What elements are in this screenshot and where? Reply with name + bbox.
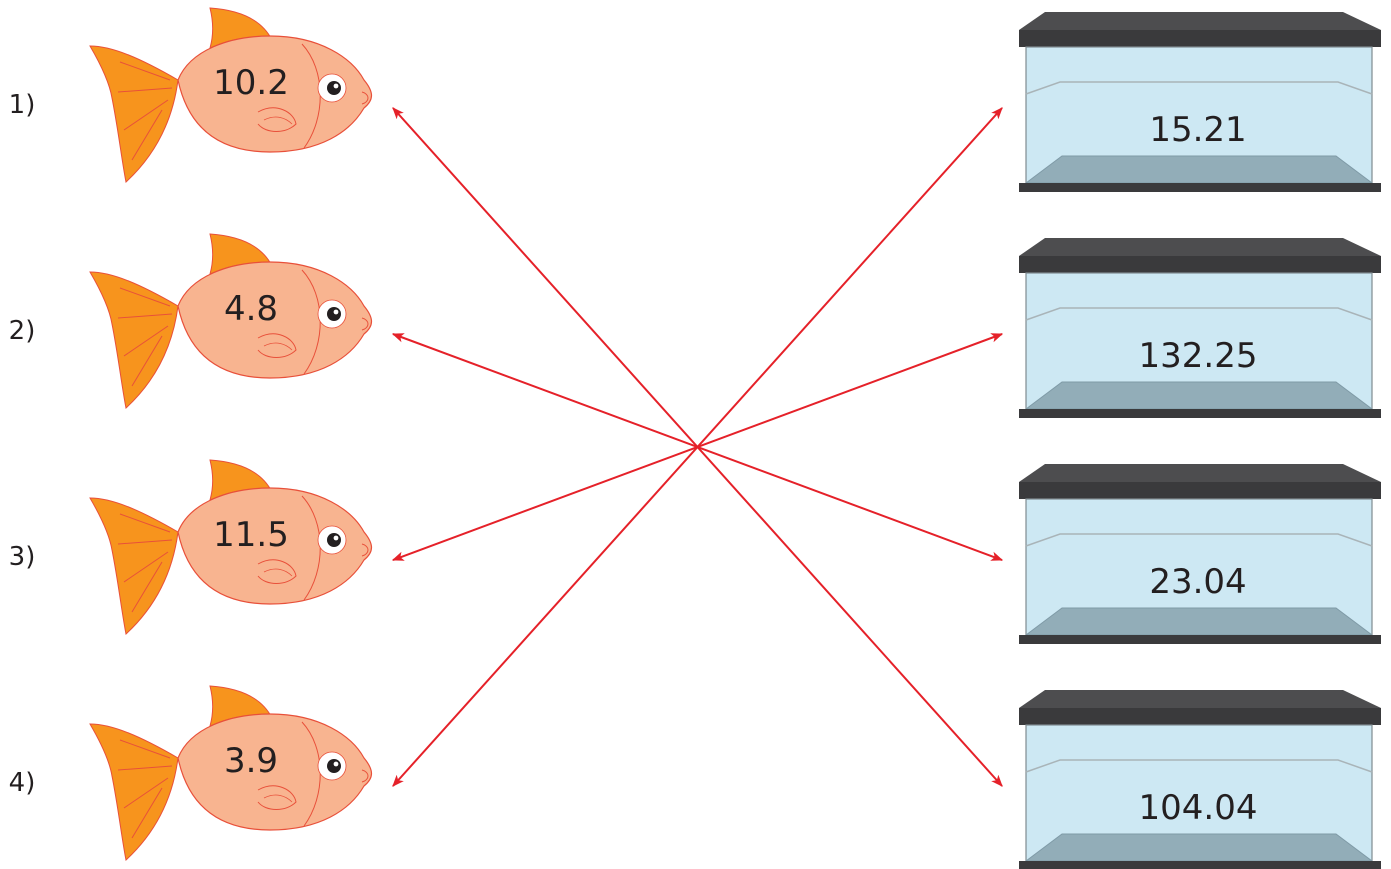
row-label: 4) xyxy=(9,768,36,798)
tank-value: 23.04 xyxy=(1149,562,1246,602)
connection-arrows xyxy=(391,107,1004,787)
tank-4: 104.04 xyxy=(1018,689,1382,869)
arrow-fish-4-to-tank-1 xyxy=(392,107,1003,787)
tank-value: 15.21 xyxy=(1149,110,1246,150)
fish-4: 4) 3.9 xyxy=(9,685,373,861)
fish-value: 10.2 xyxy=(213,63,289,103)
aquarium-tank-icon xyxy=(1018,11,1382,193)
tank-value: 104.04 xyxy=(1139,788,1258,828)
fish-value: 3.9 xyxy=(224,741,278,781)
fish-column: 1) 10.2 2) 4.8 3) 11.5 4) 3.9 xyxy=(9,7,373,861)
fish-2: 2) 4.8 xyxy=(9,233,373,409)
tank-3: 23.04 xyxy=(1018,463,1382,645)
aquarium-tank-icon xyxy=(1018,237,1382,419)
tank-column: 15.21 132.25 23.04 104.04 xyxy=(1018,11,1382,869)
aquarium-tank-icon xyxy=(1018,463,1382,645)
tank-2: 132.25 xyxy=(1018,237,1382,419)
row-label: 1) xyxy=(9,90,36,120)
tank-1: 15.21 xyxy=(1018,11,1382,193)
fish-3: 3) 11.5 xyxy=(9,459,373,635)
row-label: 3) xyxy=(9,542,36,572)
fish-value: 4.8 xyxy=(224,289,278,329)
fish-value: 11.5 xyxy=(213,515,289,555)
tank-value: 132.25 xyxy=(1139,336,1258,376)
row-label: 2) xyxy=(9,316,36,346)
fish-1: 1) 10.2 xyxy=(9,7,373,183)
aquarium-tank-icon xyxy=(1018,689,1382,869)
